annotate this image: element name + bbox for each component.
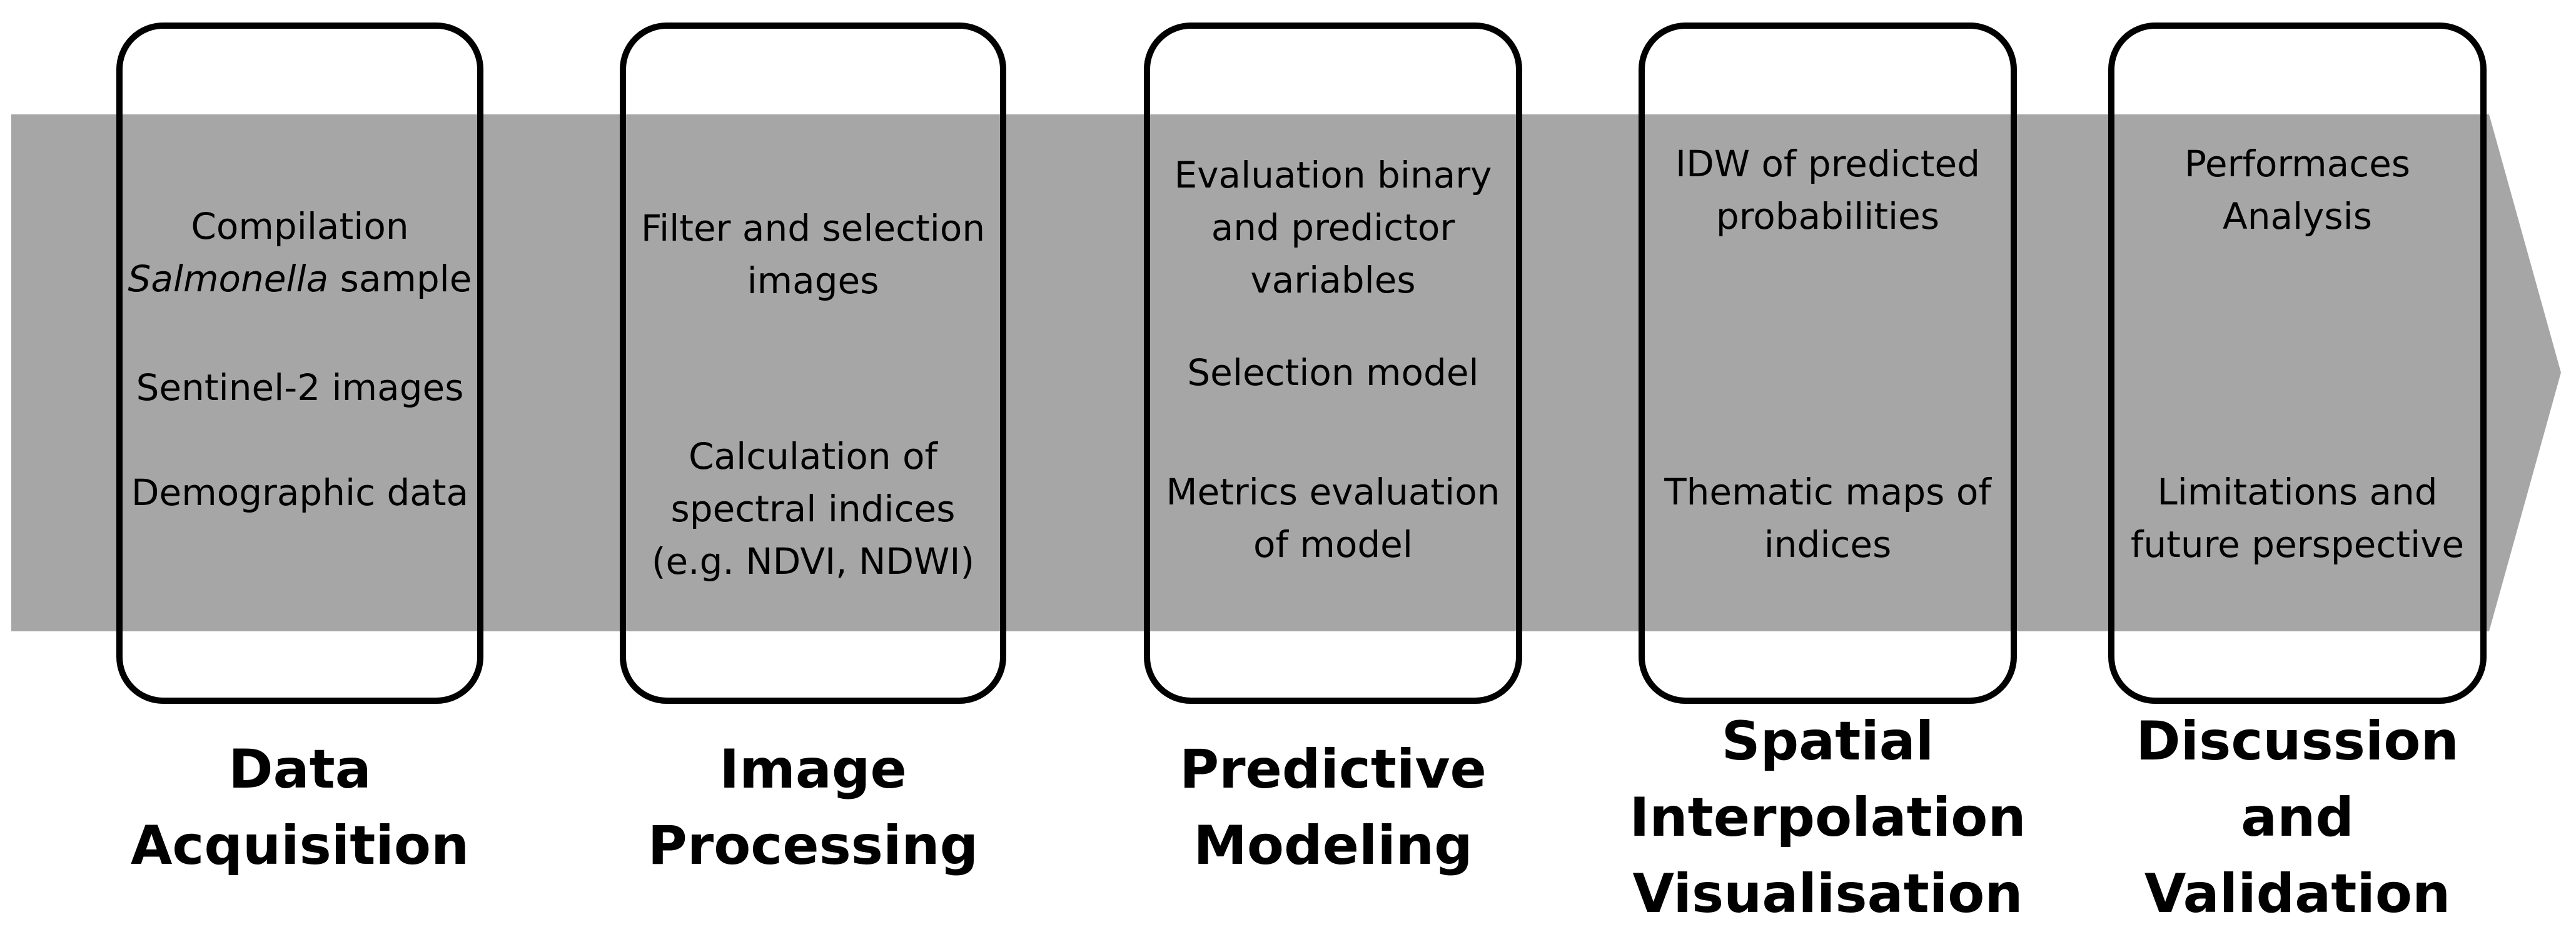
stage-title-data-acquisition: Data Acquisition [130,738,470,877]
stage-item-demographic: Demographic data [131,471,469,514]
arrow-shape [11,114,2561,631]
stage-item-idw: IDW of predicted probabilities [1675,143,1981,238]
stage-box-spatial-interpolation [1639,23,2017,704]
stage-box-data-acquisition [116,23,483,704]
stage-title-predictive-modeling: Predictive Modeling [1179,738,1487,877]
stage-item-metrics-evaluation: Metrics evaluation of model [1166,471,1500,566]
stage-box-predictive-modeling [1144,23,1522,704]
stage-title-image-processing: Image Processing [647,738,979,877]
stage-item-compilation: Compilation Salmonella sample [128,205,472,300]
stage-box-image-processing [620,23,1006,704]
stage-item-limitations: Limitations and future perspective [2130,471,2465,566]
stage-item-performances: Performaces Analysis [2185,143,2410,238]
stage-item-thematic-maps: Thematic maps of indices [1664,471,1991,566]
stage-item-selection-model: Selection model [1187,351,1479,394]
stage-box-discussion-validation [2108,23,2487,704]
stage-item-filter-selection: Filter and selection images [640,207,986,302]
stage-title-spatial-interpolation: Spatial Interpolation Visualisation [1629,710,2026,925]
stage-title-discussion-validation: Discussion and Validation [2136,710,2459,925]
stage-item-spectral-indices: Calculation of spectral indices (e.g. ND… [651,435,975,583]
stage-item-evaluation-variables: Evaluation binary and predictor variable… [1174,154,1492,301]
salmonella-italic: Salmonella [128,258,329,300]
stage-item-sentinel: Sentinel-2 images [136,366,464,409]
